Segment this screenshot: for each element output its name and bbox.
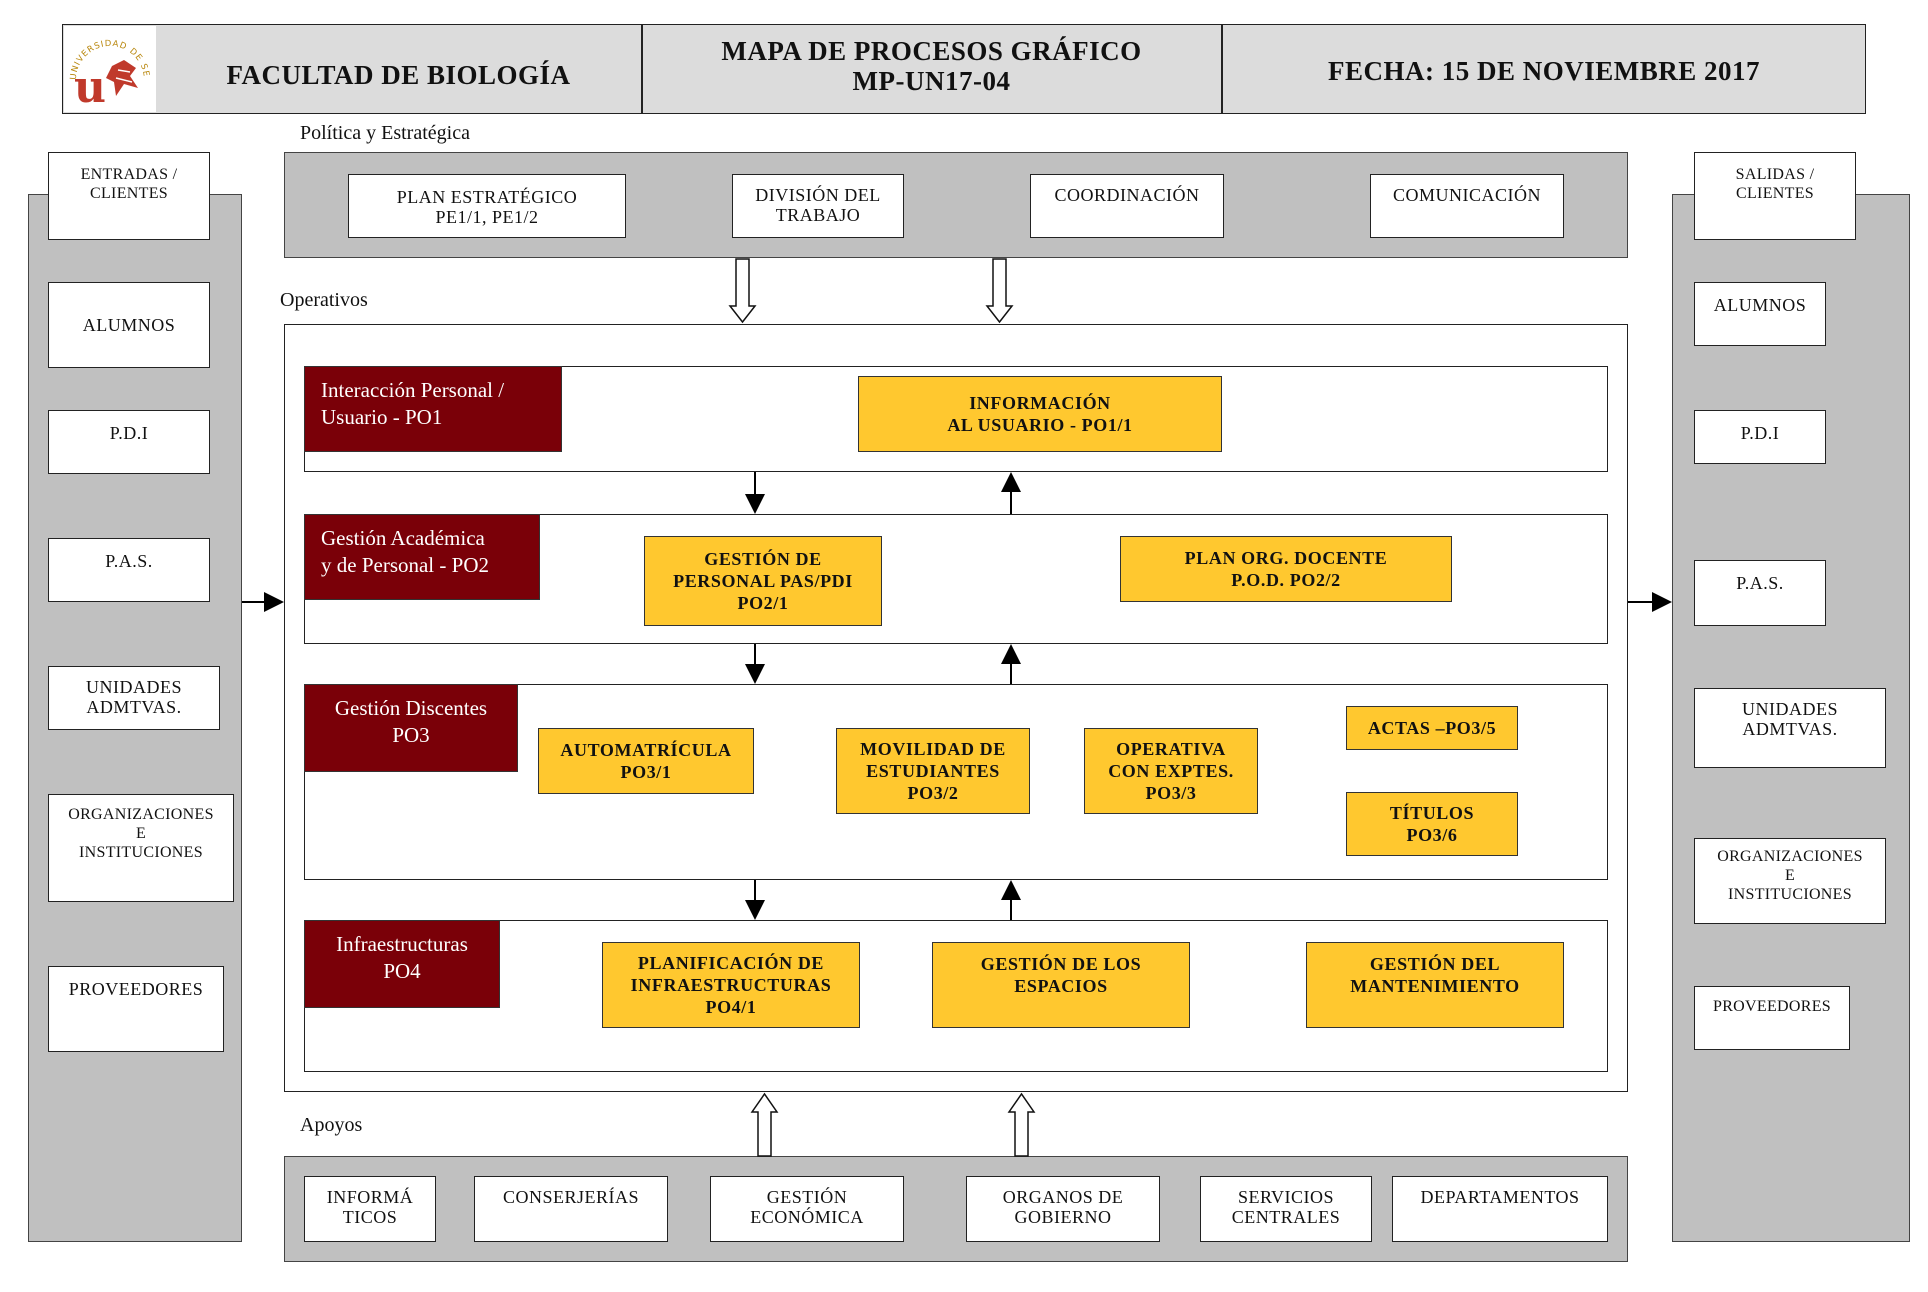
entrada-item-alumnos: ALUMNOS: [48, 282, 210, 368]
po3-title: Gestión Discentes PO3: [304, 684, 518, 772]
section-apoyos-label: Apoyos: [300, 1114, 363, 1136]
process-po1-1: INFORMACIÓN AL USUARIO - PO1/1: [858, 376, 1222, 452]
salida-item-proveedores: PROVEEDORES: [1694, 986, 1850, 1050]
university-logo: UNIVERSIDAD DE SEVILLA u: [64, 26, 156, 112]
process-po4-1: PLANIFICACIÓN DE INFRAESTRUCTURAS PO4/1: [602, 942, 860, 1028]
process-po3-2: MOVILIDAD DE ESTUDIANTES PO3/2: [836, 728, 1030, 814]
estrategico-plan: PLAN ESTRATÉGICO PE1/1, PE1/2: [348, 174, 626, 238]
process-po3-6: TÍTULOS PO3/6: [1346, 792, 1518, 856]
estrategico-division: DIVISIÓN DEL TRABAJO: [732, 174, 904, 238]
process-po3-5: ACTAS –PO3/5: [1346, 706, 1518, 750]
estrategico-comunicacion: COMUNICACIÓN: [1370, 174, 1564, 238]
process-po2-1: GESTIÓN DE PERSONAL PAS/PDI PO2/1: [644, 536, 882, 626]
header-divider-2: [1221, 24, 1223, 114]
hollow-arrow-down-2: [985, 258, 1014, 324]
process-po4-2: GESTIÓN DE LOS ESPACIOS: [932, 942, 1190, 1028]
entrada-item-proveedores: PROVEEDORES: [48, 966, 224, 1052]
apoyo-departamentos: DEPARTAMENTOS: [1392, 1176, 1608, 1242]
entrada-item-pas: P.A.S.: [48, 538, 210, 602]
process-po3-3: OPERATIVA CON EXPTES. PO3/3: [1084, 728, 1258, 814]
date-label: FECHA: 15 DE NOVIEMBRE 2017: [1327, 56, 1760, 86]
hollow-arrow-up-2: [1007, 1092, 1036, 1157]
po2-title: Gestión Académica y de Personal - PO2: [304, 514, 540, 600]
apoyo-informaticos: INFORMÁ TICOS: [304, 1176, 436, 1242]
apoyo-organos-gobierno: ORGANOS DE GOBIERNO: [966, 1176, 1160, 1242]
salida-item-unidades: UNIDADES ADMTVAS.: [1694, 688, 1886, 768]
apoyo-conserjerias: CONSERJERÍAS: [474, 1176, 668, 1242]
map-title-block: MAPA DE PROCESOS GRÁFICO MP-UN17-04: [642, 36, 1221, 96]
header-bar: [62, 24, 1866, 114]
entrada-item-unidades: UNIDADES ADMTVAS.: [48, 666, 220, 730]
salidas-title: SALIDAS / CLIENTES: [1694, 152, 1856, 240]
process-po3-1: AUTOMATRÍCULA PO3/1: [538, 728, 754, 794]
hollow-arrow-up-1: [750, 1092, 779, 1157]
process-po4-3: GESTIÓN DEL MANTENIMIENTO: [1306, 942, 1564, 1028]
header-divider-1: [641, 24, 643, 114]
salida-item-pas: P.A.S.: [1694, 560, 1826, 626]
apoyo-servicios-centrales: SERVICIOS CENTRALES: [1200, 1176, 1372, 1242]
entrada-item-organizaciones: ORGANIZACIONES E INSTITUCIONES: [48, 794, 234, 902]
entradas-title: ENTRADAS / CLIENTES: [48, 152, 210, 240]
section-politica-label: Política y Estratégica: [300, 122, 470, 144]
map-title: MAPA DE PROCESOS GRÁFICO: [721, 36, 1142, 66]
faculty-title: FACULTAD DE BIOLOGÍA: [226, 60, 571, 90]
process-po2-2: PLAN ORG. DOCENTE P.O.D. PO2/2: [1120, 536, 1452, 602]
po4-title: Infraestructuras PO4: [304, 920, 500, 1008]
salida-item-alumnos: ALUMNOS: [1694, 282, 1826, 346]
section-operativos-label: Operativos: [280, 289, 368, 311]
salida-item-organizaciones: ORGANIZACIONES E INSTITUCIONES: [1694, 838, 1886, 924]
salida-item-pdi: P.D.I: [1694, 410, 1826, 464]
estrategico-coordinacion: COORDINACIÓN: [1030, 174, 1224, 238]
hollow-arrow-down-1: [728, 258, 757, 324]
apoyo-gestion-economica: GESTIÓN ECONÓMICA: [710, 1176, 904, 1242]
entrada-item-pdi: P.D.I: [48, 410, 210, 474]
svg-text:u: u: [74, 62, 106, 112]
po1-title: Interacción Personal / Usuario - PO1: [304, 366, 562, 452]
map-code: MP-UN17-04: [852, 66, 1011, 96]
